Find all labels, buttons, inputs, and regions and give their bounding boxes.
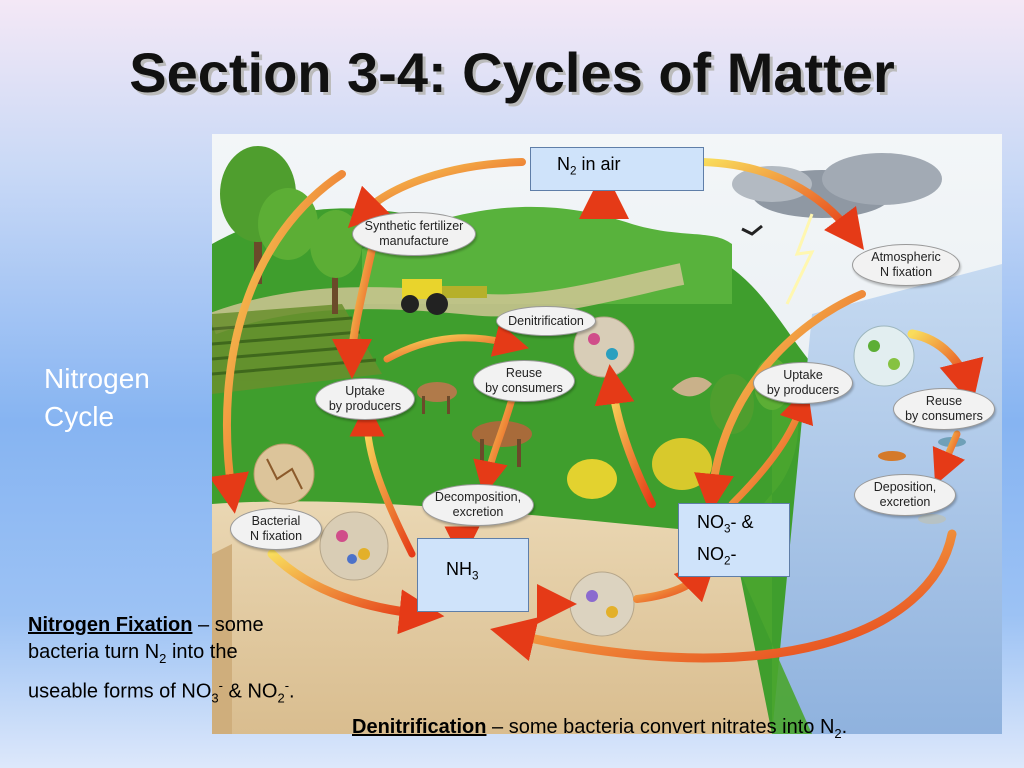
tractor-icon (401, 279, 487, 315)
arrow-uptake-to-reuse (383, 322, 529, 363)
nitrifying-bacteria-circle (569, 571, 635, 637)
arrow-bacterial-to-nh3 (267, 549, 445, 635)
denitrification-definition: Denitrification – some bacteria convert … (352, 716, 848, 741)
arrow-deposition-to-nh3 (490, 529, 957, 663)
arrow-reuse-to-decomposition (473, 395, 516, 497)
nitrogen-fixing-bacteria-circle (319, 511, 389, 581)
hawk-icon (672, 377, 712, 397)
slide-title: Section 3-4: Cycles of Matter (129, 41, 895, 104)
arrow-atmospheric-to-no3 (694, 290, 866, 514)
label-decomposition: Decomposition,excretion (422, 484, 534, 526)
denitrification-term: Denitrification (352, 716, 487, 738)
n2-in-air-box: N2 in air (530, 147, 704, 191)
arrow-nh3-to-uptake (349, 401, 416, 558)
arrow-reuse-to-deposition (932, 430, 965, 486)
nitrogen-cycle-label: Nitrogen Cycle (44, 363, 150, 432)
phytoplankton-circle (853, 325, 915, 387)
arrow-no3-to-uptake-water (728, 387, 814, 508)
arrow-fertilizer-from-air (347, 158, 526, 229)
arrow-air-to-bacterial (212, 170, 346, 514)
cycle-arrows (212, 158, 984, 663)
bird-icon (741, 224, 763, 236)
denitrifying-bacteria-circle (573, 316, 635, 378)
nitrogen-fixation-term: Nitrogen Fixation (28, 614, 193, 636)
dirt-path (212, 263, 685, 335)
label-denitrification: Denitrification (496, 306, 596, 336)
no3-no2-box: NO3- & NO2- (678, 503, 790, 577)
goat-icon (417, 382, 457, 414)
nitrogen-fixation-definition: Nitrogen Fixation – some bacteria turn N… (28, 614, 295, 706)
nh3-box: NH3 (417, 538, 529, 612)
fish-icon (878, 437, 966, 524)
arrow-fertilizer-to-uptake (332, 245, 376, 379)
nitrogen-cycle-diagram (212, 134, 1002, 734)
arrow-no3-to-denitrification (594, 364, 656, 508)
label-deposition: Deposition,excretion (854, 474, 956, 516)
arrow-phytoplankton-to-reuse (907, 329, 984, 406)
roots-circle (253, 443, 315, 505)
soil-edge (212, 544, 232, 734)
arrow-air-to-atmospheric (698, 158, 865, 250)
